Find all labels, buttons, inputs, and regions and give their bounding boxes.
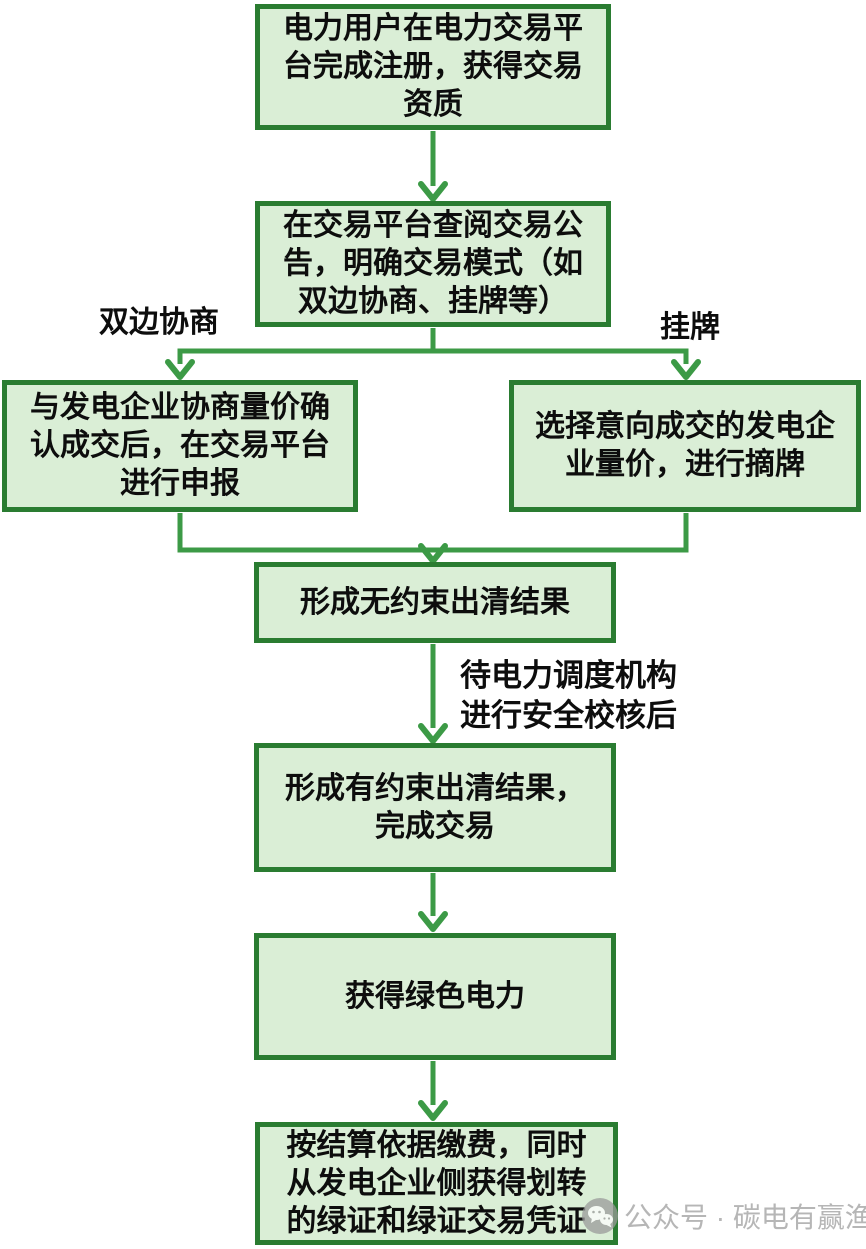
split-branch-line	[177, 348, 689, 364]
branch-label-listing: 挂牌	[660, 311, 720, 344]
node-constrained-result: 形成有约束出清结果， 完成交易	[254, 743, 616, 872]
node-register: 电力用户在电力交易平 台完成注册，获得交易 资质	[255, 4, 611, 130]
arrowhead	[418, 723, 448, 744]
branch-label-bilateral: 双边协商	[99, 306, 219, 339]
merge-line	[177, 513, 689, 553]
arrowhead	[418, 911, 448, 932]
arrowhead	[418, 1100, 448, 1121]
node-settlement: 按结算依据缴费，同时 从发电企业侧获得划转 的绿证和绿证交易凭证	[255, 1122, 618, 1245]
arrowhead-right-branch	[671, 359, 701, 380]
security-check-note: 待电力调度机构 进行安全校核后	[460, 658, 677, 733]
node-listing-delist: 选择意向成交的发电企 业量价，进行摘牌	[509, 380, 861, 512]
arrowhead-merge	[418, 543, 448, 564]
wechat-icon	[582, 1198, 618, 1234]
watermark: 公众号 · 碳电有赢渔	[582, 1196, 866, 1236]
node-announcement: 在交易平台查阅交易公 告，明确交易模式（如 双边协商、挂牌等）	[255, 201, 611, 327]
arrowhead-left-branch	[165, 359, 195, 380]
node-green-power: 获得绿色电力	[254, 933, 616, 1060]
node-unconstrained-result: 形成无约束出清结果	[254, 562, 616, 643]
node-bilateral-declare: 与发电企业协商量价确 认成交后，在交易平台 进行申报	[2, 380, 358, 512]
watermark-text: 公众号 · 碳电有赢渔	[624, 1202, 866, 1233]
arrowhead	[418, 181, 448, 202]
